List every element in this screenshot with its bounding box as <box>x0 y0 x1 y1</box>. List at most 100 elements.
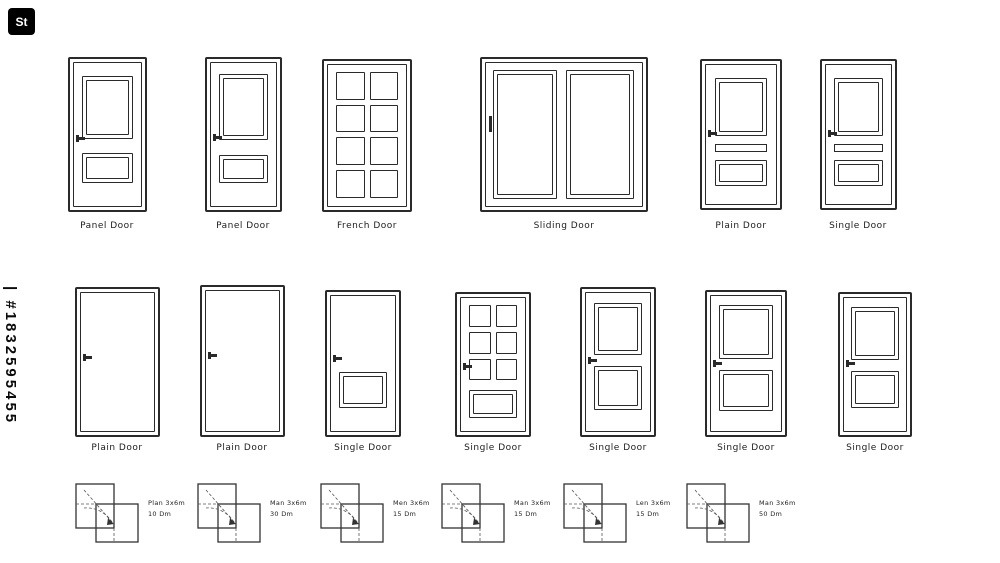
plan-dimension-label: Men 3x6m 15 Dm <box>393 499 430 519</box>
door-panel-bottom <box>338 371 388 409</box>
door-plan-figure-5: Len 3x6m 15 Dm <box>560 478 678 552</box>
glass-pane <box>335 72 365 100</box>
door-plan-figure-3: Men 3x6m 15 Dm <box>317 478 435 552</box>
door-leaf <box>327 64 407 207</box>
door-type-label: Single Door <box>846 443 904 453</box>
french-door-figure <box>322 59 412 212</box>
plan-drawing <box>686 483 750 543</box>
panel-door-figure-2 <box>205 57 282 212</box>
door-handle-icon <box>213 133 222 141</box>
plan-drawing <box>320 483 384 543</box>
door-type-label: Plain Door <box>216 443 268 453</box>
door-leaf <box>825 64 892 205</box>
sliding-door-figure <box>480 57 648 212</box>
plain-door-figure-2 <box>75 287 160 437</box>
door-type-label: Panel Door <box>80 221 134 231</box>
single-door-figure-2 <box>455 292 531 437</box>
door-type-label: Plain Door <box>91 443 143 453</box>
door-strip <box>834 144 883 152</box>
door-handle-icon <box>463 362 472 370</box>
door-leaf <box>705 64 777 205</box>
door-handle-icon <box>708 129 717 137</box>
plan-dimension-label: Man 3x6m 30 Dm <box>270 499 307 519</box>
glass-pane <box>469 304 491 327</box>
door-type-label: Single Door <box>334 443 392 453</box>
single-door-figure-1 <box>325 290 401 437</box>
plain-door-figure-1 <box>700 59 782 210</box>
single-door-figure-3 <box>580 287 656 437</box>
glass-pane <box>495 304 517 327</box>
single-door-figure-4 <box>705 290 787 437</box>
door-panel-top <box>218 74 269 141</box>
plain-door-figure-3 <box>200 285 285 437</box>
door-strip <box>715 144 767 152</box>
door-plan-figure-1: Plan 3x6m 10 Dm <box>72 478 190 552</box>
glass-pane <box>369 169 399 198</box>
plan-dimension-label: Man 3x6m 50 Dm <box>759 499 796 519</box>
door-handle-icon <box>76 135 85 143</box>
door-plan-figure-6: Man 3x6m 50 Dm <box>683 478 801 552</box>
door-leaf <box>330 295 396 432</box>
door-plan-figure-4: Man 3x6m 15 Dm <box>438 478 556 552</box>
sliding-pane-left <box>493 70 557 199</box>
door-handle-icon <box>489 115 492 132</box>
door-type-label: French Door <box>337 221 397 231</box>
door-type-label: Panel Door <box>216 221 270 231</box>
door-type-label: Single Door <box>464 443 522 453</box>
glass-pane <box>335 169 365 198</box>
glass-pane <box>369 72 399 100</box>
door-leaf <box>205 290 280 432</box>
door-panel-bottom <box>851 371 899 409</box>
door-leaf <box>73 62 142 207</box>
door-leaf <box>460 297 526 432</box>
door-panel-bottom <box>82 153 133 184</box>
door-handle-icon <box>713 360 722 368</box>
plan-drawing <box>441 483 505 543</box>
door-type-label: Plain Door <box>715 221 767 231</box>
plan-drawing <box>563 483 627 543</box>
door-panel-top <box>851 307 899 361</box>
adobe-stock-logo: St <box>8 8 35 35</box>
plan-drawing <box>75 483 139 543</box>
single-door-figure-5 <box>838 292 912 437</box>
door-leaf <box>710 295 782 432</box>
door-type-label: Single Door <box>829 221 887 231</box>
door-panel-top <box>834 77 883 136</box>
door-handle-icon <box>828 129 837 137</box>
door-handle-icon <box>846 359 855 367</box>
door-panel-bottom <box>715 159 767 186</box>
door-panel-bottom <box>469 389 517 418</box>
single-door-figure-r1 <box>820 59 897 210</box>
glass-pane <box>469 331 491 354</box>
plan-dimension-label: Plan 3x6m 10 Dm <box>148 499 186 519</box>
door-handle-icon <box>83 354 92 362</box>
door-handle-icon <box>208 352 217 359</box>
plan-dimension-label: Len 3x6m 15 Dm <box>636 499 671 519</box>
door-panel-bottom <box>718 370 774 411</box>
door-type-label: Single Door <box>717 443 775 453</box>
door-panel-bottom <box>593 366 643 411</box>
door-panel-top <box>715 77 767 136</box>
door-panel-top <box>82 75 133 139</box>
glass-pane <box>469 358 491 381</box>
glass-pane <box>335 137 365 165</box>
door-leaf <box>485 62 643 207</box>
door-leaf <box>843 297 907 432</box>
glass-pane-grid <box>469 304 517 381</box>
glass-pane <box>369 137 399 165</box>
door-leaf <box>80 292 155 432</box>
door-leaf <box>210 62 277 207</box>
door-panel-bottom <box>834 159 883 186</box>
door-panel-top <box>593 302 643 356</box>
watermark-id-text: | #1832595455 <box>2 286 19 426</box>
glass-pane <box>335 104 365 133</box>
door-handle-icon <box>588 357 597 365</box>
glass-pane <box>369 104 399 133</box>
glass-pane-grid <box>335 72 399 198</box>
door-leaf <box>585 292 651 432</box>
door-panel-top <box>718 305 774 360</box>
plan-dimension-label: Man 3x6m 15 Dm <box>514 499 551 519</box>
door-handle-icon <box>333 354 342 362</box>
door-type-label: Sliding Door <box>533 221 595 231</box>
